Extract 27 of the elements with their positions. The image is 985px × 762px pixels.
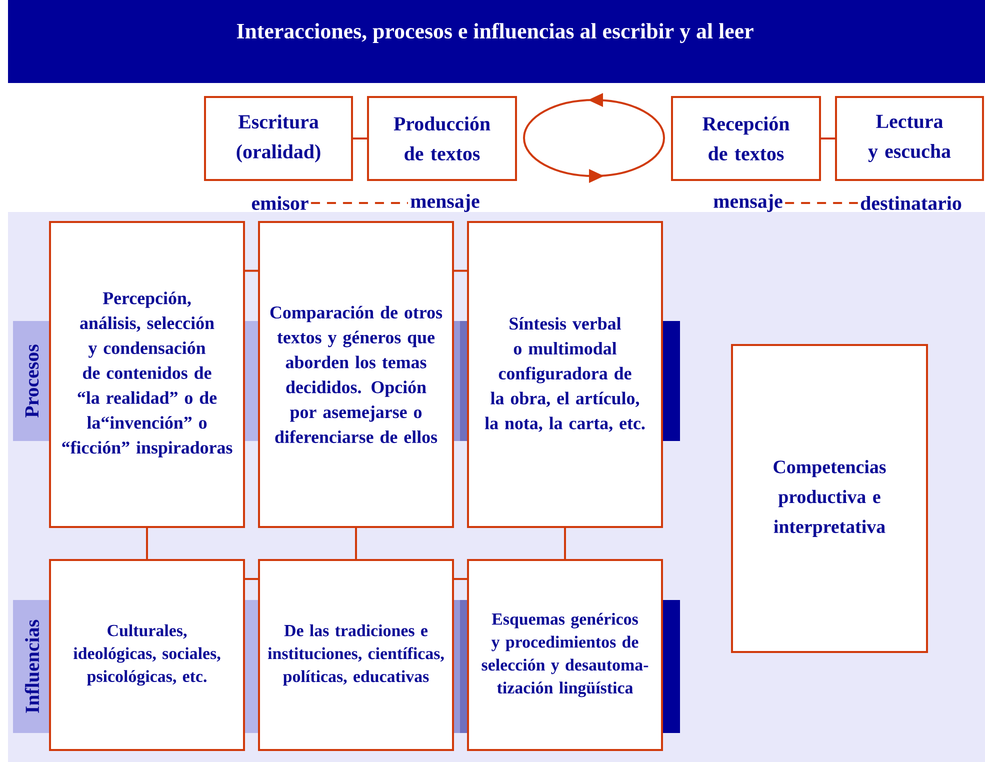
- title-banner: Interacciones, procesos e influencias al escribir y al leer: [8, 0, 985, 83]
- text-box: Culturales, ideológicas, sociales, psicológicas, etc.: [49, 558, 245, 751]
- role-label: mensaje: [410, 194, 480, 212]
- role-label: emisor: [252, 196, 308, 210]
- text-box: De las tradiciones e instituciones, científicas, políticas, educativas: [258, 558, 454, 751]
- role-label: destinatario: [860, 196, 962, 210]
- connector: [310, 202, 408, 204]
- connector: [564, 528, 566, 559]
- connector: [245, 578, 258, 580]
- text-box: Síntesis verbal o multimodal configuradora de la obra, el artículo, la nota, la carta, etc.: [467, 220, 663, 528]
- text-box: Recepción de textos: [671, 96, 821, 181]
- connector: [146, 528, 148, 559]
- text-box: Producción de textos: [367, 96, 517, 181]
- text-box: Lectura y escucha: [835, 96, 984, 181]
- connector: [245, 270, 258, 272]
- connector: [821, 137, 835, 140]
- text-box: Esquemas genéricos y procedimientos de selección y desautoma- tización lingüística: [467, 558, 663, 751]
- text-box: Comparación de otros textos y géneros que aborden los temas decididos. Opción por asemejarse o diferenciarse de ellos: [258, 220, 454, 528]
- connector: [355, 528, 357, 559]
- text-box: Competencias productiva e interpretativa: [731, 344, 928, 653]
- connector: [353, 137, 367, 140]
- connector: [785, 202, 858, 204]
- text-box: Percepción, análisis, selección y condensación de contenidos de “la realidad” o de la“invención” o “ficción” inspiradoras: [49, 220, 245, 528]
- connector: [454, 578, 467, 580]
- connector: [454, 270, 467, 272]
- text-box: Escritura (oralidad): [204, 96, 353, 181]
- role-label: mensaje: [714, 194, 782, 212]
